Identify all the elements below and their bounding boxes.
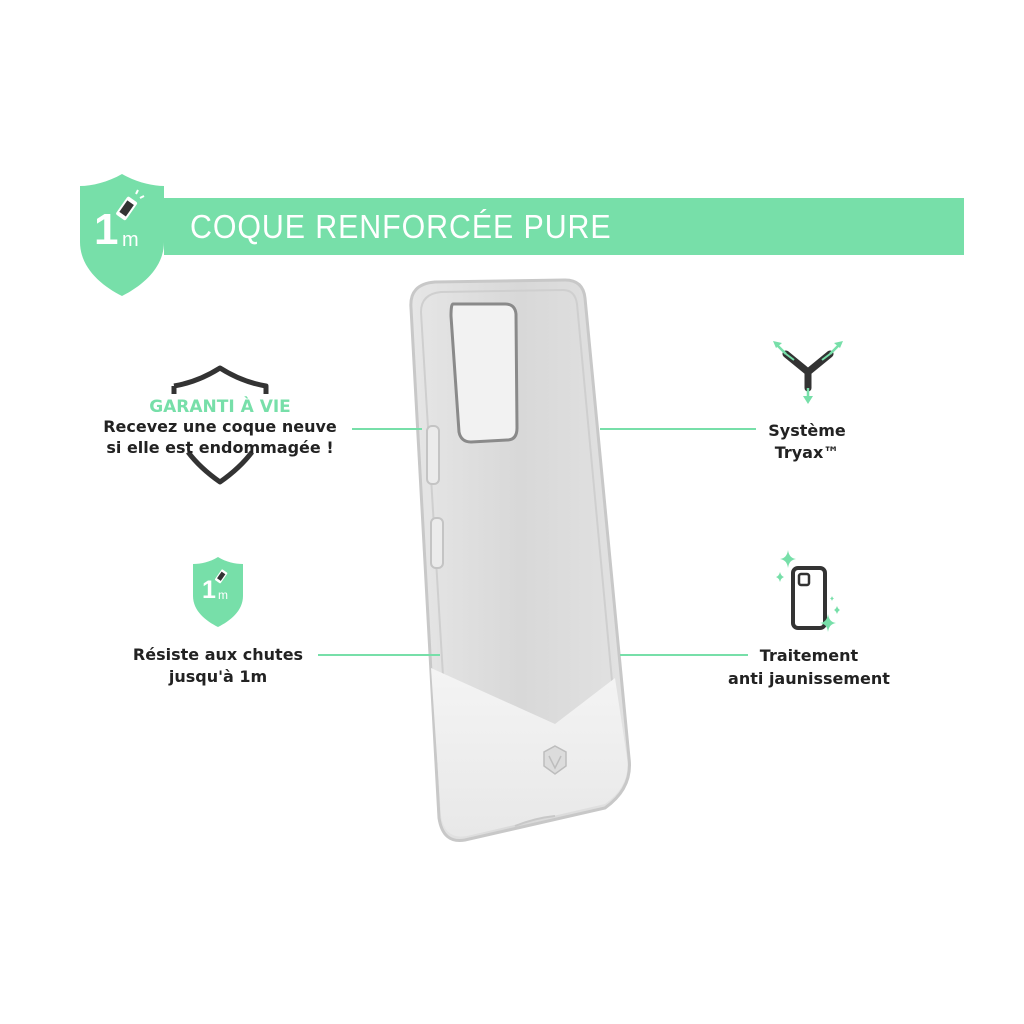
title-banner: [164, 198, 964, 255]
tryax-line1: Système: [768, 421, 846, 440]
guarantee-line2: si elle est endommagée !: [106, 438, 334, 457]
yellowing-line1: Traitement: [759, 646, 859, 665]
tryax-line2: Tryax™: [774, 443, 840, 462]
phone-case-image: [409, 278, 631, 843]
yellowing-connector: [620, 654, 748, 656]
shield-drop-icon: 1 m: [193, 557, 243, 627]
drop-badge-unit: m: [218, 588, 228, 602]
drop-line1: Résiste aux chutes: [132, 645, 304, 664]
guarantee-line1: Recevez une coque neuve: [103, 417, 337, 436]
drop-connector: [318, 654, 440, 656]
page-title: COQUE RENFORCÉE PURE: [190, 208, 612, 245]
shield-drop-icon: 1 m: [80, 174, 164, 296]
phone-sparkle-icon: [776, 550, 840, 632]
yellowing-line2: anti jaunissement: [728, 669, 890, 688]
badge-unit: m: [122, 229, 139, 251]
tryax-connector: [600, 428, 756, 430]
badge-number: 1: [94, 205, 118, 254]
drop-line2: jusqu'à 1m: [168, 667, 268, 686]
tryax-arrows-icon: [773, 341, 843, 404]
guarantee-connector: [352, 428, 422, 430]
brand-logo-icon: [543, 745, 567, 775]
shield-outline-icon: [171, 365, 269, 485]
guarantee-title: GARANTI À VIE: [149, 397, 291, 417]
drop-badge-number: 1: [202, 576, 216, 604]
